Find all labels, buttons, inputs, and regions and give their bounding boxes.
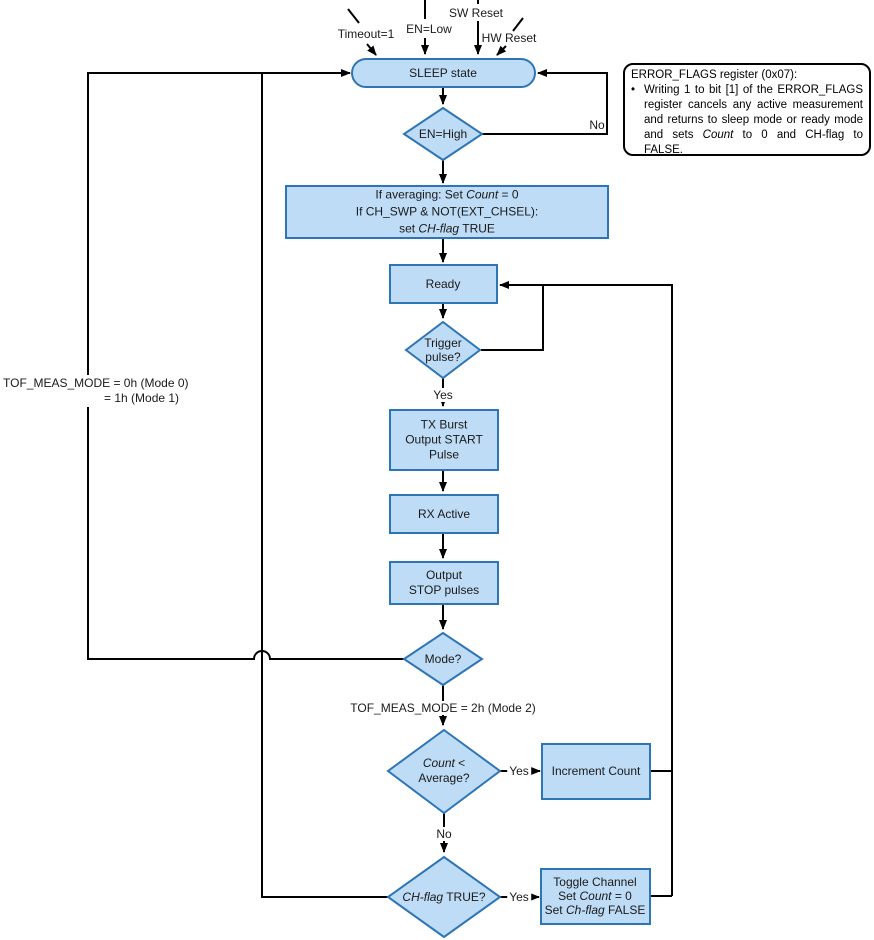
- toggle-l2-pre: Set: [558, 889, 580, 903]
- note-body-italic: Count: [702, 129, 734, 141]
- note-title: ERROR_FLAGS register (0x07):: [631, 69, 798, 81]
- en-high-label: EN=High: [418, 127, 468, 141]
- edge-chflag-left-loop: [261, 73, 388, 898]
- sleep-state-node: [351, 58, 536, 88]
- ready-label: Ready: [425, 277, 461, 291]
- init-line3: set CH-flag TRUE: [356, 221, 538, 238]
- increment-count-node: [541, 743, 651, 800]
- init-line1: If averaging: Set Count = 0: [356, 187, 538, 204]
- timeout-input-label: Timeout=1: [337, 27, 395, 41]
- output-stop-label: Output STOP pulses: [409, 568, 479, 598]
- count-l1-post: <: [454, 756, 466, 770]
- ready-node: [389, 264, 498, 304]
- count-line2: Average?: [418, 771, 470, 785]
- tx-burst-label: TX Burst Output START Pulse: [405, 418, 483, 463]
- sleep-state-label: SLEEP state: [409, 66, 477, 80]
- toggle-channel-node: [540, 868, 651, 925]
- ch-flag-post: TRUE?: [443, 890, 486, 904]
- toggle-channel-label: Toggle Channel Set Count = 0 Set Ch-flag…: [545, 875, 646, 917]
- trigger-pulse-decision: [404, 320, 482, 380]
- init-l1-italic: Count: [466, 187, 499, 202]
- hw-reset-input-label: HW Reset: [481, 31, 537, 45]
- no-edge-label-sleep: No: [589, 118, 605, 132]
- bullet-icon: •: [631, 84, 636, 96]
- increment-count-label: Increment Count: [551, 764, 641, 778]
- yes-edge-label-count: Yes: [507, 764, 531, 778]
- init-l1-post: = 0: [498, 187, 519, 202]
- nodes: [285, 58, 651, 939]
- ch-flag-decision: [386, 855, 502, 939]
- toggle-l3-pre: Set: [544, 903, 566, 917]
- trigger-pulse-label: Trigger pulse?: [424, 336, 462, 364]
- toggle-l3-post: FALSE: [604, 903, 646, 917]
- mode01-edge-label: TOF_MEAS_MODE = 0h (Mode 0) = 1h (Mode 1…: [1, 375, 191, 407]
- stop-line2: STOP pulses: [408, 583, 480, 597]
- edge-mode-left-loop: [87, 69, 405, 660]
- ch-flag-italic: CH-flag: [402, 890, 444, 904]
- init-process-label: If averaging: Set Count = 0 If CH_SWP & …: [356, 187, 538, 238]
- sw-reset-input-label: SW Reset: [448, 6, 504, 20]
- toggle-line3: Set Ch-flag FALSE: [545, 903, 646, 917]
- toggle-l2-italic: Count: [579, 889, 612, 903]
- en-high-decision: [402, 106, 484, 162]
- count-l1-italic: Count: [422, 756, 455, 770]
- edge-enhigh-no-loop: [482, 69, 608, 135]
- edge-feedback-to-ready: [499, 281, 673, 896]
- trigger-line1: Trigger: [424, 336, 462, 350]
- note-bullet-item: • Writing 1 to bit [1] of the ERROR_FLAG…: [631, 83, 863, 158]
- mode2-edge-label: TOF_MEAS_MODE = 2h (Mode 2): [348, 701, 538, 715]
- init-l3-post: TRUE: [459, 221, 495, 236]
- error-flags-note: ERROR_FLAGS register (0x07): • Writing 1…: [623, 63, 871, 156]
- ch-flag-label: CH-flag TRUE?: [402, 890, 485, 904]
- edge-trigger-retry-loop: [481, 285, 544, 351]
- note-body-post: to 0 and CH-flag to FALSE.: [644, 129, 863, 156]
- count-average-decision: [386, 728, 502, 815]
- edge-hwreset-arrow: [496, 45, 507, 56]
- mode01-line2: = 1h (Mode 1): [104, 391, 180, 405]
- note-body-pre: Writing 1 to bit [1] of the ERROR_FLAGS …: [644, 84, 863, 141]
- tx-line2: Output START: [405, 432, 483, 447]
- init-line2: If CH_SWP & NOT(EXT_CHSEL):: [355, 204, 539, 219]
- mode-label: Mode?: [424, 652, 462, 666]
- tx-line1: TX Burst: [420, 417, 468, 432]
- no-edge-label-count: No: [434, 827, 454, 841]
- mode01-line1: TOF_MEAS_MODE = 0h (Mode 0): [3, 376, 189, 390]
- rx-active-node: [389, 494, 499, 534]
- trigger-line2: pulse?: [425, 350, 461, 364]
- tx-burst-node: [389, 409, 499, 471]
- init-process-node: [285, 185, 609, 239]
- edge-timeout-tick: [347, 8, 360, 24]
- count-line1: Count <: [418, 756, 469, 771]
- output-stop-node: [389, 561, 499, 605]
- en-low-input-label: EN=Low: [406, 22, 452, 36]
- tx-line3: Pulse: [428, 447, 460, 462]
- init-l3-pre: set: [399, 221, 419, 236]
- count-average-label: Count < Average?: [418, 756, 469, 786]
- rx-active-label: RX Active: [417, 507, 471, 521]
- toggle-line2: Set Count = 0: [545, 889, 646, 903]
- yes-edge-label-trigger: Yes: [431, 388, 455, 402]
- toggle-l2-post: = 0: [611, 889, 632, 903]
- init-l3-italic: CH-flag: [418, 221, 460, 236]
- stop-line1: Output: [425, 568, 463, 582]
- yes-edge-label-chflag: Yes: [507, 890, 531, 904]
- edge-timeout-arrow: [366, 43, 377, 56]
- note-body: Writing 1 to bit [1] of the ERROR_FLAGS …: [644, 83, 863, 158]
- toggle-line1: Toggle Channel: [553, 875, 637, 889]
- toggle-l3-italic: Ch-flag: [565, 903, 605, 917]
- mode-decision: [402, 631, 484, 687]
- init-l1-pre: If averaging: Set: [375, 187, 467, 202]
- edge-hwreset-tick: [512, 17, 524, 32]
